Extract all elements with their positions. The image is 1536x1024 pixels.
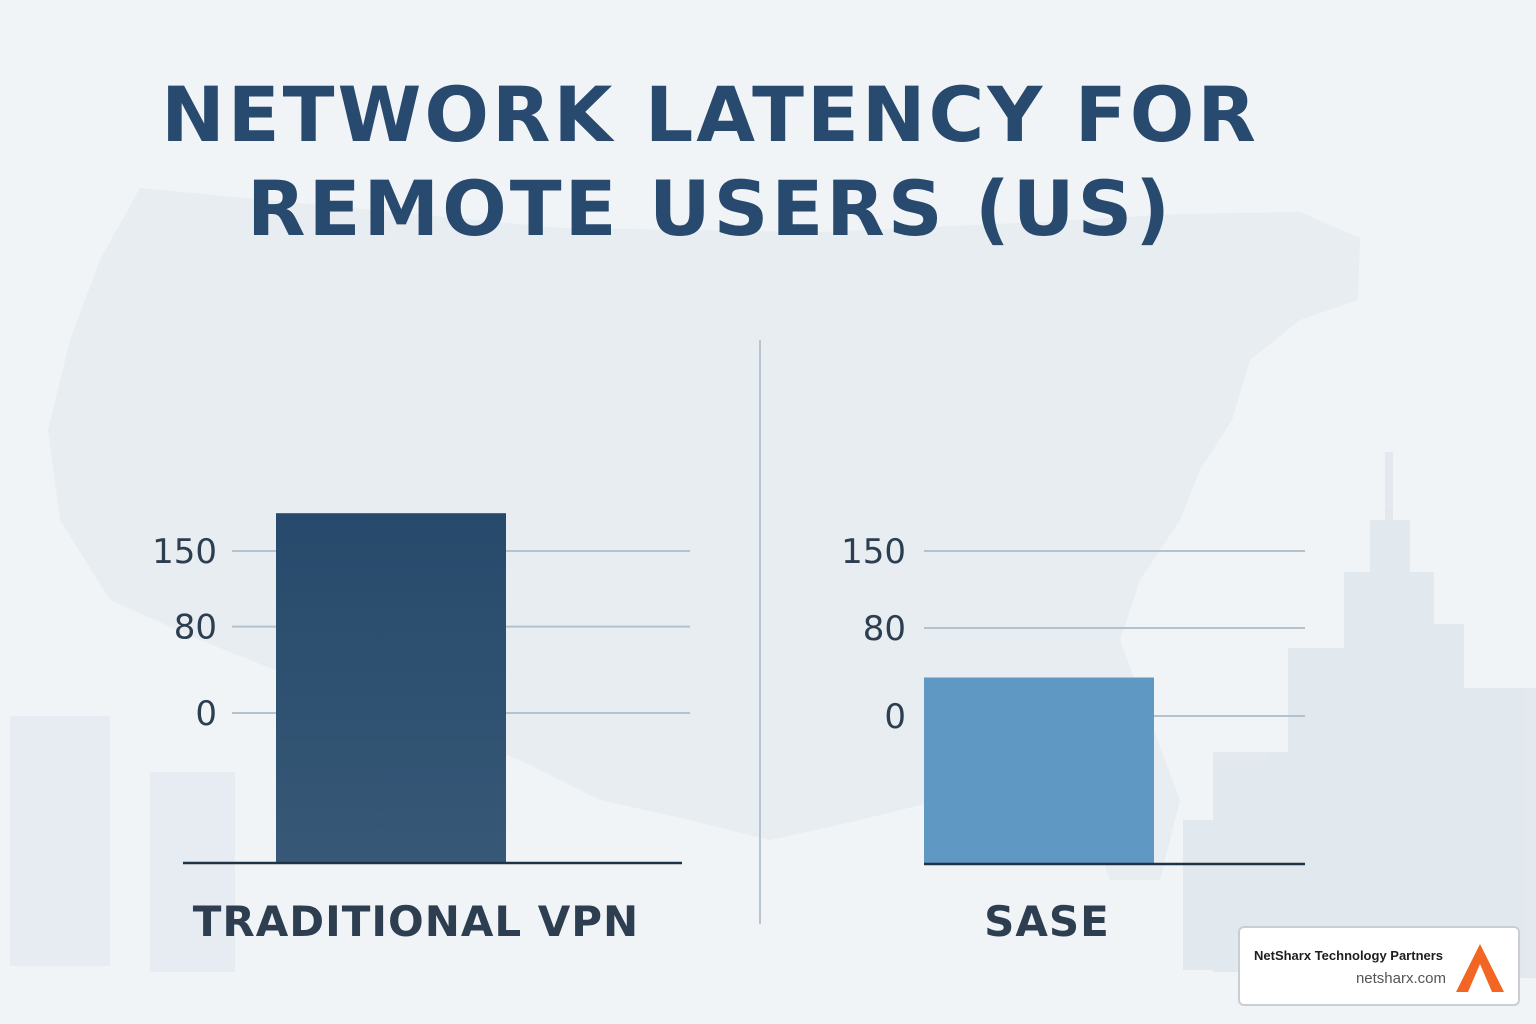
bar-vpn — [276, 513, 506, 863]
category-label-sase: SASE — [984, 897, 1110, 946]
left-skyline — [10, 716, 235, 972]
netsharx-badge: NetSharx Technology Partners netsharx.co… — [1238, 926, 1520, 1006]
y-tick-sase-150: 150 — [841, 532, 906, 572]
y-tick-sase-80: 80 — [863, 609, 906, 649]
y-tick-sase-0: 0 — [884, 697, 906, 737]
y-tick-vpn-80: 80 — [174, 608, 217, 648]
y-tick-vpn-150: 150 — [152, 532, 217, 572]
title-line-2: REMOTE USERS (US) — [247, 164, 1173, 254]
right-skyline — [1183, 452, 1536, 978]
y-tick-vpn-0: 0 — [195, 694, 217, 734]
title-line-1: NETWORK LATENCY FOR — [161, 70, 1259, 159]
bar-sase — [924, 677, 1154, 864]
category-label-vpn: TRADITIONAL VPN — [193, 897, 639, 946]
badge-url: netsharx.com — [1355, 970, 1446, 987]
chart-title: NETWORK LATENCY FOR REMOTE USERS (US) — [160, 68, 1260, 256]
badge-company-name: NetSharx Technology Partners — [1254, 948, 1444, 963]
netsharx-logo-icon — [1456, 944, 1504, 992]
